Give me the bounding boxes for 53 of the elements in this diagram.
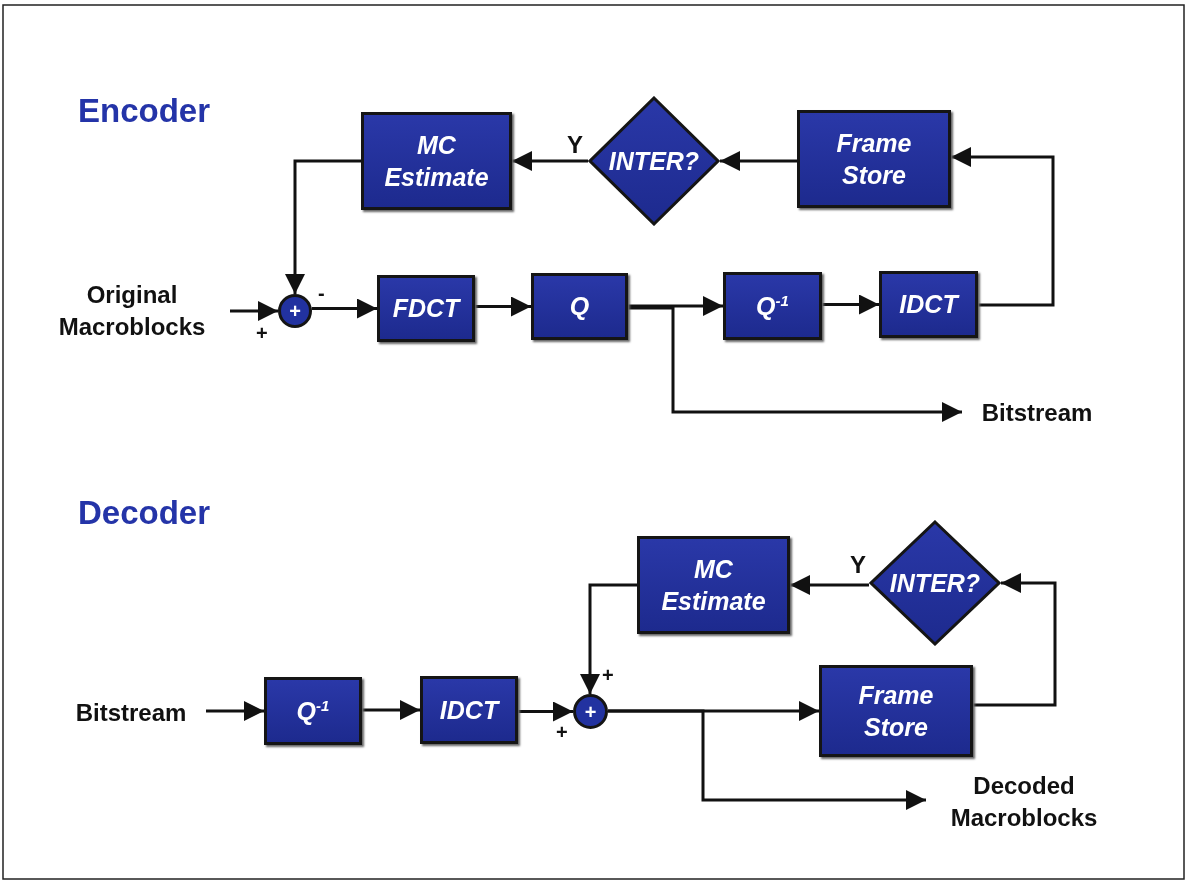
arrow (230, 301, 278, 321)
plus-sign: + (584, 701, 597, 722)
signal-label: Original Macroblocks (34, 278, 230, 344)
block-label: Q (569, 291, 590, 323)
process-box (361, 112, 512, 210)
signal-label: Decoded Macroblocks (926, 766, 1122, 838)
arrow (285, 159, 361, 294)
arrow (973, 573, 1057, 707)
summing-junction (573, 694, 608, 729)
arrow (206, 701, 264, 721)
arrow (512, 151, 588, 171)
process-box (819, 665, 973, 757)
plus-sign: + (289, 301, 301, 321)
summing-junction (278, 294, 312, 328)
block-label: Frame Store (835, 127, 913, 191)
arrow (608, 709, 926, 810)
arrow (720, 151, 797, 171)
arrow (628, 296, 723, 316)
process-box (637, 536, 790, 634)
decision-label: INTER? (608, 145, 700, 177)
block-label: FDCT (392, 293, 460, 325)
signal-label: Bitstream (962, 396, 1112, 430)
process-box (264, 677, 362, 745)
arrow (518, 701, 573, 722)
block-label: IDCT (899, 289, 958, 321)
arrow (362, 700, 420, 720)
process-box (377, 275, 475, 342)
decision-label: INTER? (889, 567, 981, 599)
sign-label: - (318, 282, 325, 305)
block-label: Frame Store (857, 679, 935, 743)
section-heading: Decoder (78, 494, 211, 532)
process-box (420, 676, 518, 744)
block-label: Q$^{-1}$ (756, 290, 789, 322)
block-label: IDCT (439, 694, 499, 726)
signal-label: Bitstream (56, 696, 206, 730)
arrow (790, 575, 869, 595)
section-heading: Encoder (78, 92, 211, 130)
block-label: MC Estimate (660, 553, 767, 617)
block-label: MC Estimate (383, 129, 490, 193)
block-label: Q$^{-1}$ (296, 695, 330, 727)
sign-label: + (556, 721, 568, 744)
arrow (580, 583, 637, 694)
arrow (312, 298, 377, 319)
arrow (628, 306, 962, 422)
sign-label: + (602, 664, 614, 687)
process-box (879, 271, 978, 338)
arrow (951, 147, 1055, 307)
process-box (723, 272, 822, 340)
process-box (797, 110, 951, 208)
arrow (475, 296, 531, 317)
arrow (822, 294, 879, 315)
sign-label: + (256, 322, 268, 345)
process-box (531, 273, 628, 340)
